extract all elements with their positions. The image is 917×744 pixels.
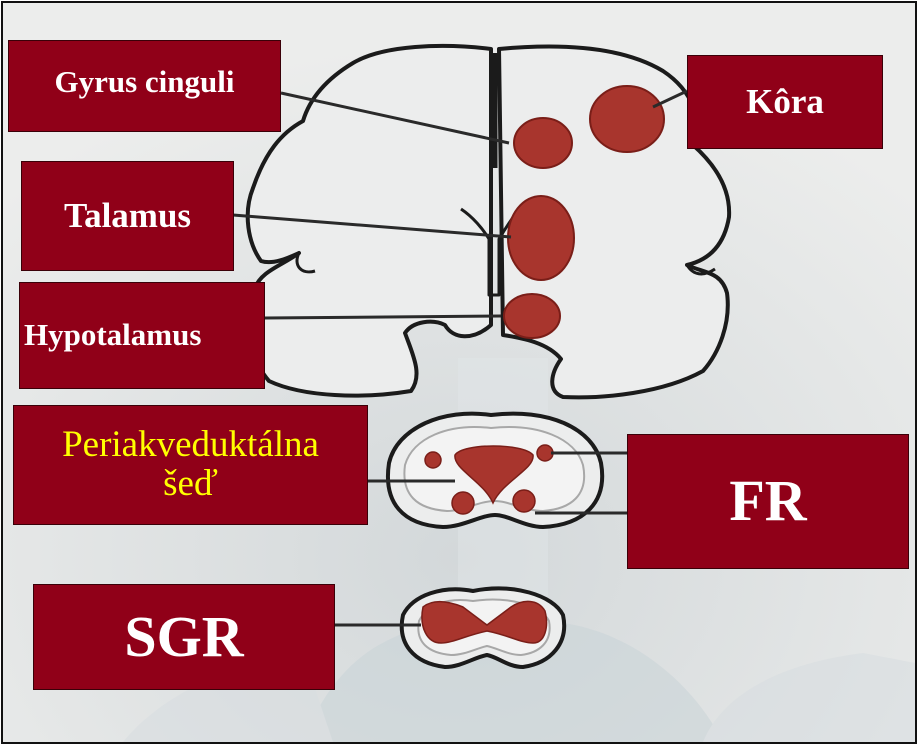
reticular-formation-left-lower [452, 492, 474, 514]
label-talamus: Talamus [21, 161, 234, 271]
cingulate-region [514, 118, 572, 168]
label-gyrus-cinguli: Gyrus cinguli [8, 40, 281, 132]
label-fr: FR [627, 434, 909, 569]
midbrain-section [388, 414, 602, 527]
hypothalamus-region [504, 294, 560, 338]
label-periakveduktalna-line2: šeď [163, 465, 218, 504]
thalamus-region [508, 196, 574, 280]
spinal-cord-section [402, 588, 564, 667]
cortex-region [590, 86, 664, 152]
label-periakveduktalna-sed: Periakveduktálna šeď [13, 405, 368, 525]
leader-hypotalamus [265, 316, 501, 318]
label-periakveduktalna-line1: Periakveduktálna [62, 426, 319, 465]
label-hypotalamus: Hypotalamus [19, 282, 265, 389]
reticular-formation-right-upper [537, 445, 553, 461]
label-kora: Kôra [687, 55, 883, 149]
reticular-formation-left-upper [425, 452, 441, 468]
label-sgr: SGR [33, 584, 335, 690]
reticular-formation-right-lower [513, 490, 535, 512]
